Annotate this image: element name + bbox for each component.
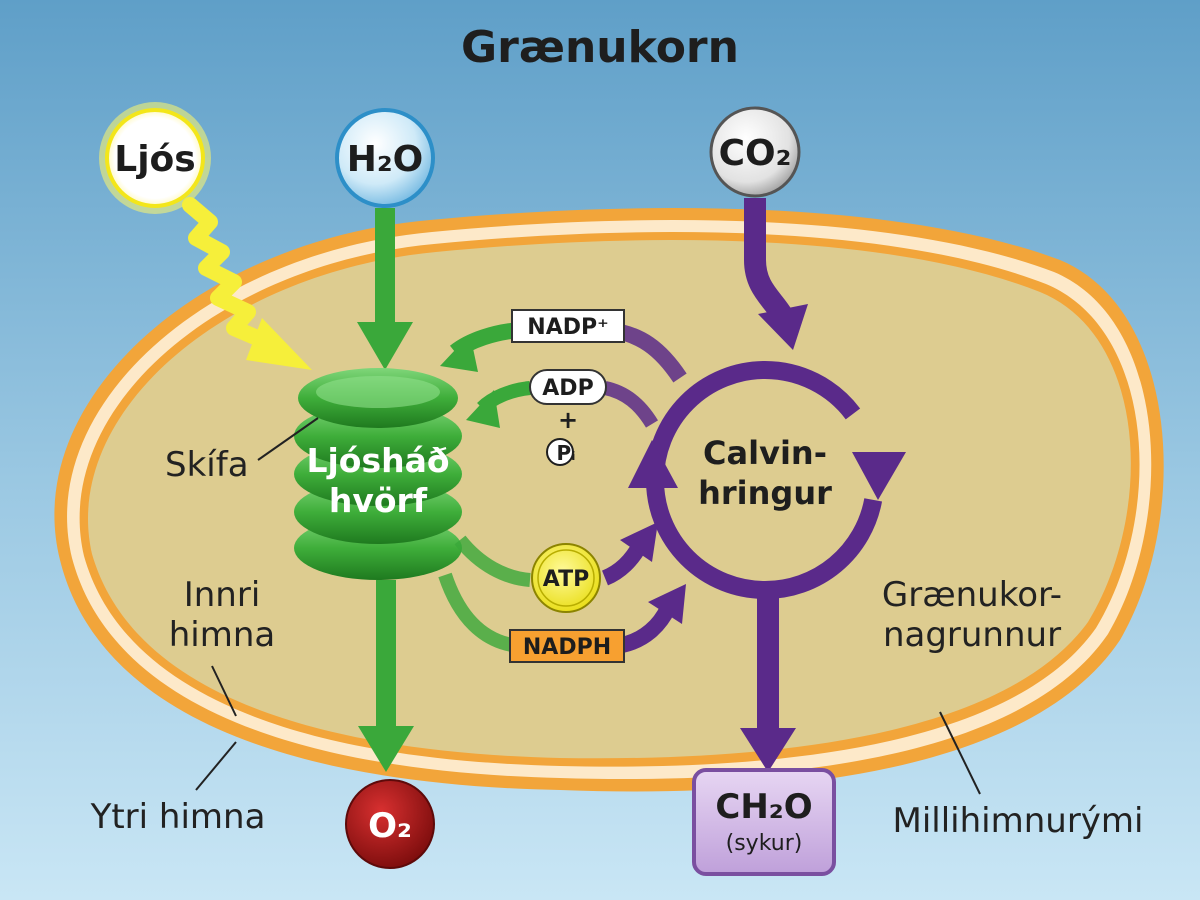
light-wave-icon — [182, 197, 270, 348]
calvin-arrow-head-right — [852, 452, 906, 500]
intermembrane-space-label: Millihimnurými — [893, 801, 1144, 841]
light-input: Ljós — [99, 102, 312, 370]
nadph-arrow-head — [648, 584, 686, 624]
atp-circle — [531, 543, 601, 613]
stroma-label-line1: Grænukor- — [882, 575, 1062, 615]
nadph-label: NADPH — [523, 635, 611, 660]
inner-membrane-label-line1: Innri — [184, 575, 261, 615]
calvin-label-line1: Calvin- — [703, 434, 827, 472]
adp-box — [529, 369, 607, 405]
sugar-output: CH₂O (sykur) — [692, 588, 836, 876]
thylakoid-pointer — [257, 417, 319, 461]
stroma-label-line2: nagrunnur — [883, 615, 1061, 655]
co2-circle — [709, 106, 801, 198]
intermembrane-space-pointer — [939, 711, 981, 795]
chloroplast — [54, 208, 1164, 792]
water-arrow-head — [357, 322, 413, 370]
nadph-flow: NADPH — [438, 572, 686, 663]
atp-arrow-head — [620, 522, 658, 562]
sugar-note: (sykur) — [726, 831, 803, 856]
water-circle — [335, 108, 435, 208]
light-arrow-head — [246, 318, 312, 370]
water-label: H₂O — [347, 139, 424, 180]
adp-flow: ADP + Pᵢ — [466, 369, 659, 466]
outer-membrane-label: Ytri himna — [90, 797, 266, 837]
nadp-label: NADP⁺ — [527, 315, 608, 340]
atp-label: ATP — [543, 567, 589, 592]
phosphate-label: Pᵢ — [556, 441, 575, 465]
light-circle — [105, 108, 205, 208]
calvin-arrow-head-left — [628, 440, 678, 488]
sugar-formula: CH₂O — [715, 787, 812, 827]
outer-membrane-pointer — [195, 741, 237, 791]
oxygen-arrow-head — [358, 726, 414, 772]
inner-membrane-pointer — [211, 665, 237, 717]
inner-membrane-label-line2: himna — [169, 615, 276, 655]
nadp-arrow-head — [440, 334, 478, 372]
nadp-box — [511, 309, 625, 343]
thylakoid-highlight — [316, 376, 440, 408]
adp-label: ADP — [542, 376, 593, 401]
oxygen-circle — [345, 779, 435, 869]
light-reactions-line1: Ljósháð — [306, 441, 449, 480]
phosphate-icon — [546, 438, 574, 466]
adp-arrow-head — [466, 390, 500, 428]
adp-purple-arc — [603, 381, 659, 428]
atp-circle-ring — [537, 549, 595, 607]
thylakoid-label: Skífa — [165, 445, 249, 485]
labels: Skífa Innri himna Ytri himna Grænukor- n… — [90, 417, 1144, 841]
nadph-green-curve — [438, 572, 514, 652]
oxygen-arrow-shaft — [376, 580, 396, 730]
oxygen-output: O₂ — [345, 580, 435, 869]
light-reactions-line2: hvörf — [329, 481, 428, 520]
water-input: H₂O — [335, 108, 435, 370]
atp-flow: ATP — [454, 522, 658, 613]
stroma — [87, 240, 1131, 759]
thylakoid-stack: Ljósháð hvörf — [294, 368, 462, 580]
co2-label: CO₂ — [719, 133, 792, 174]
plus-sign: + — [558, 406, 578, 434]
light-label: Ljós — [114, 139, 195, 180]
co2-input: CO₂ — [709, 106, 808, 350]
nadph-box — [509, 629, 625, 663]
sugar-box — [692, 768, 836, 876]
atp-green-curve — [454, 535, 531, 587]
diagram-title: Grænukorn — [461, 22, 739, 73]
oxygen-label: O₂ — [368, 806, 412, 846]
sugar-arrow-head — [740, 728, 796, 772]
water-arrow-shaft — [375, 208, 395, 328]
calvin-label-line2: hringur — [698, 474, 832, 512]
co2-arrow-head — [758, 304, 808, 350]
nadp-flow: NADP⁺ — [440, 309, 687, 383]
